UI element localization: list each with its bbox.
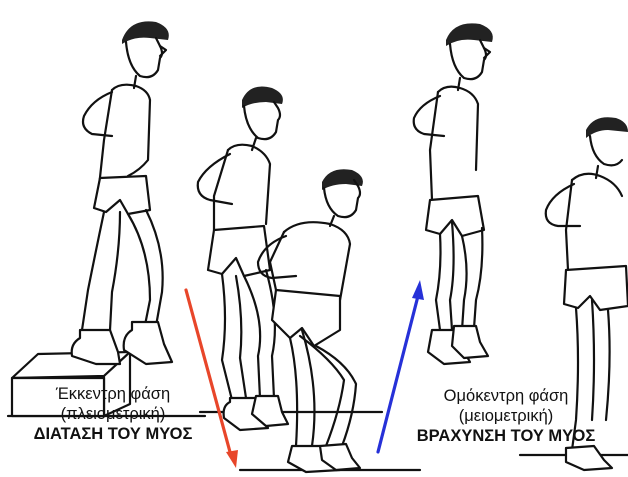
- eccentric-phase-description: ΔΙΑΤΑΣΗ ΤΟΥ ΜΥΟΣ: [0, 424, 226, 444]
- concentric-phase-title: Ομόκεντρη φάση: [384, 386, 628, 406]
- concentric-phase-description: ΒΡΑΧΥΝΣΗ ΤΟΥ ΜΥΟΣ: [384, 426, 628, 446]
- athlete-figure-on-box: [72, 21, 172, 364]
- eccentric-phase-subtitle: (πλειομετρική): [0, 404, 226, 424]
- eccentric-phase-caption: Έκκεντρη φάση (πλειομετρική) ΔΙΑΤΑΣΗ ΤΟΥ…: [0, 384, 226, 444]
- athlete-figure-squat: [258, 169, 363, 472]
- concentric-phase-subtitle: (μειομετρική): [384, 406, 628, 426]
- athlete-figure-jumping: [414, 23, 493, 364]
- concentric-phase-caption: Ομόκεντρη φάση (μειομετρική) ΒΡΑΧΥΝΣΗ ΤΟ…: [384, 386, 628, 446]
- eccentric-phase-title: Έκκεντρη φάση: [0, 384, 226, 404]
